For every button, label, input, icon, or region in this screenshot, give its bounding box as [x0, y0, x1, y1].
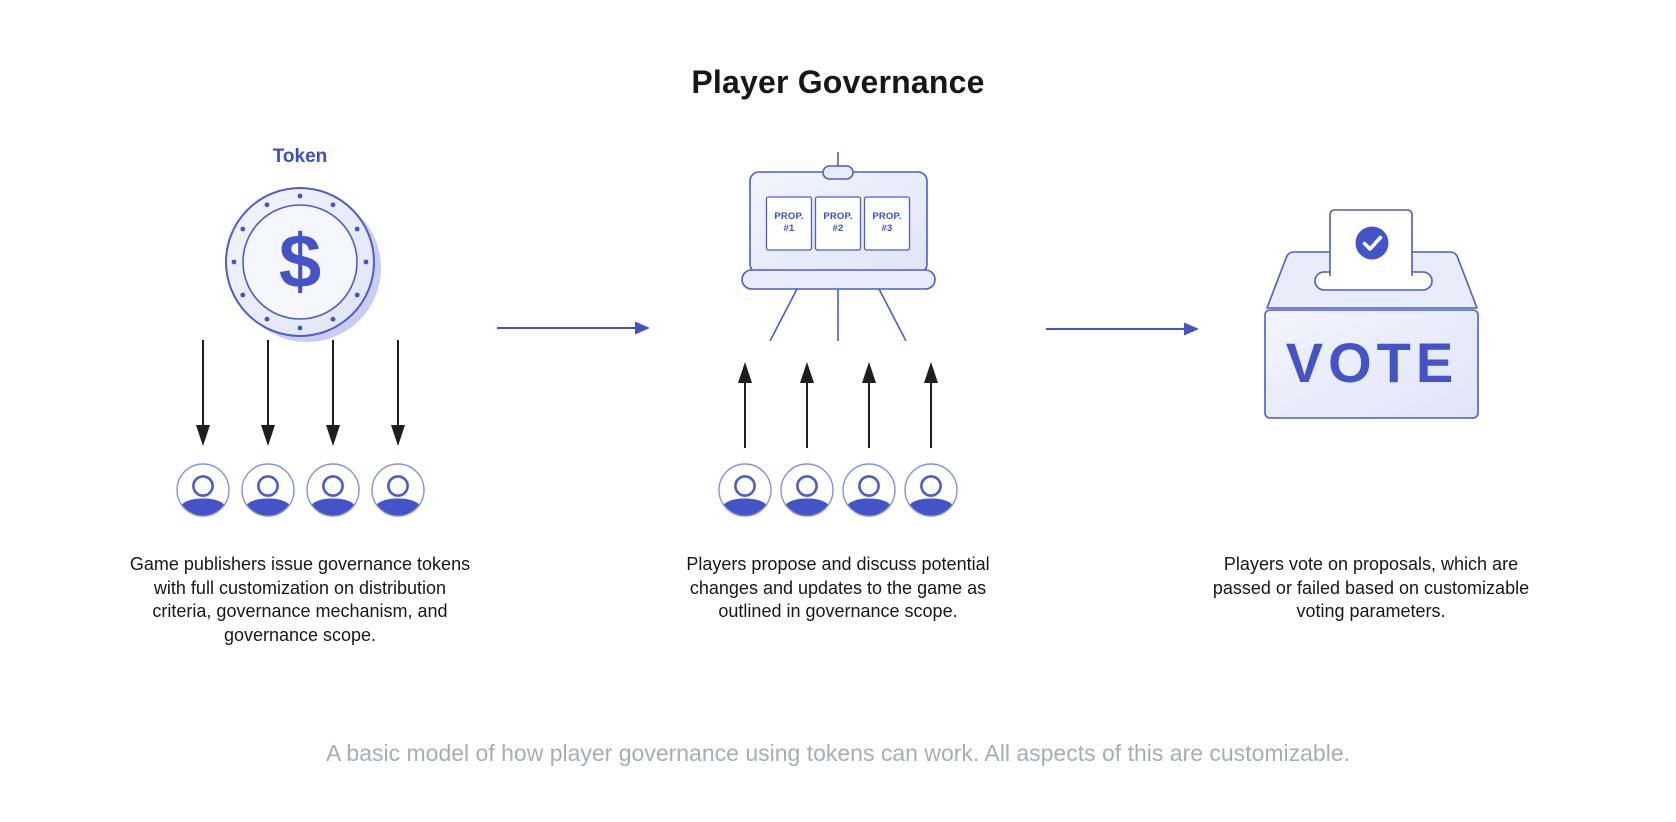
user-icon — [718, 463, 772, 517]
down-arrow-icon — [391, 340, 405, 446]
players-row — [718, 463, 958, 517]
proposal-card-title: PROP. — [872, 211, 901, 222]
proposal-card-number: #2 — [833, 223, 844, 234]
stage3-description: Players vote on proposals, which are pas… — [1212, 554, 1530, 621]
up-arrow-icon — [800, 362, 814, 448]
down-arrow-icon — [261, 340, 275, 446]
dollar-sign-icon: $ — [279, 220, 321, 305]
easel-legs — [769, 288, 907, 342]
easel-tray — [741, 269, 936, 290]
flow-arrow-right-icon — [1046, 322, 1199, 336]
up-arrow-icon — [738, 362, 752, 448]
proposal-card-title: PROP. — [823, 211, 852, 222]
checkmark-circle-icon — [1355, 226, 1389, 260]
proposal-card-number: #1 — [784, 223, 795, 234]
token-coin-icon: $ — [225, 187, 381, 342]
up-arrow-icon — [862, 362, 876, 448]
proposal-board-icon: PROP. #1 PROP. #2 PROP. #3 — [741, 152, 936, 342]
diagram-caption: A basic model of how player governance u… — [325, 740, 1351, 766]
user-icon — [176, 463, 230, 517]
user-icon — [904, 463, 958, 517]
user-icon — [842, 463, 896, 517]
stage1-description: Game publishers issue governance tokens … — [129, 554, 471, 645]
proposal-arrows-up-icon — [738, 362, 938, 448]
stage2-description: Players propose and discuss potential ch… — [686, 554, 990, 621]
proposal-card: PROP. #2 — [814, 196, 862, 251]
proposal-card-number: #3 — [882, 223, 893, 234]
token-label: Token — [272, 146, 328, 167]
up-arrow-icon — [924, 362, 938, 448]
vote-label: VOTE — [1286, 331, 1458, 394]
proposal-card: PROP. #1 — [765, 196, 813, 251]
token-holders-row — [176, 463, 425, 517]
user-icon — [371, 463, 425, 517]
proposal-card-title: PROP. — [774, 211, 803, 222]
distribution-arrows-down-icon — [196, 340, 405, 446]
down-arrow-icon — [326, 340, 340, 446]
easel-clip — [822, 165, 854, 180]
user-icon — [241, 463, 295, 517]
page-title: Player Governance — [691, 64, 985, 100]
down-arrow-icon — [196, 340, 210, 446]
user-icon — [306, 463, 360, 517]
flow-arrow-right-icon — [497, 321, 650, 335]
proposal-card: PROP. #3 — [863, 196, 911, 251]
user-icon — [780, 463, 834, 517]
coin-rim-dots — [231, 193, 369, 331]
ballot-box-icon: VOTE — [1264, 209, 1479, 419]
ballot-box-body — [1264, 309, 1479, 419]
